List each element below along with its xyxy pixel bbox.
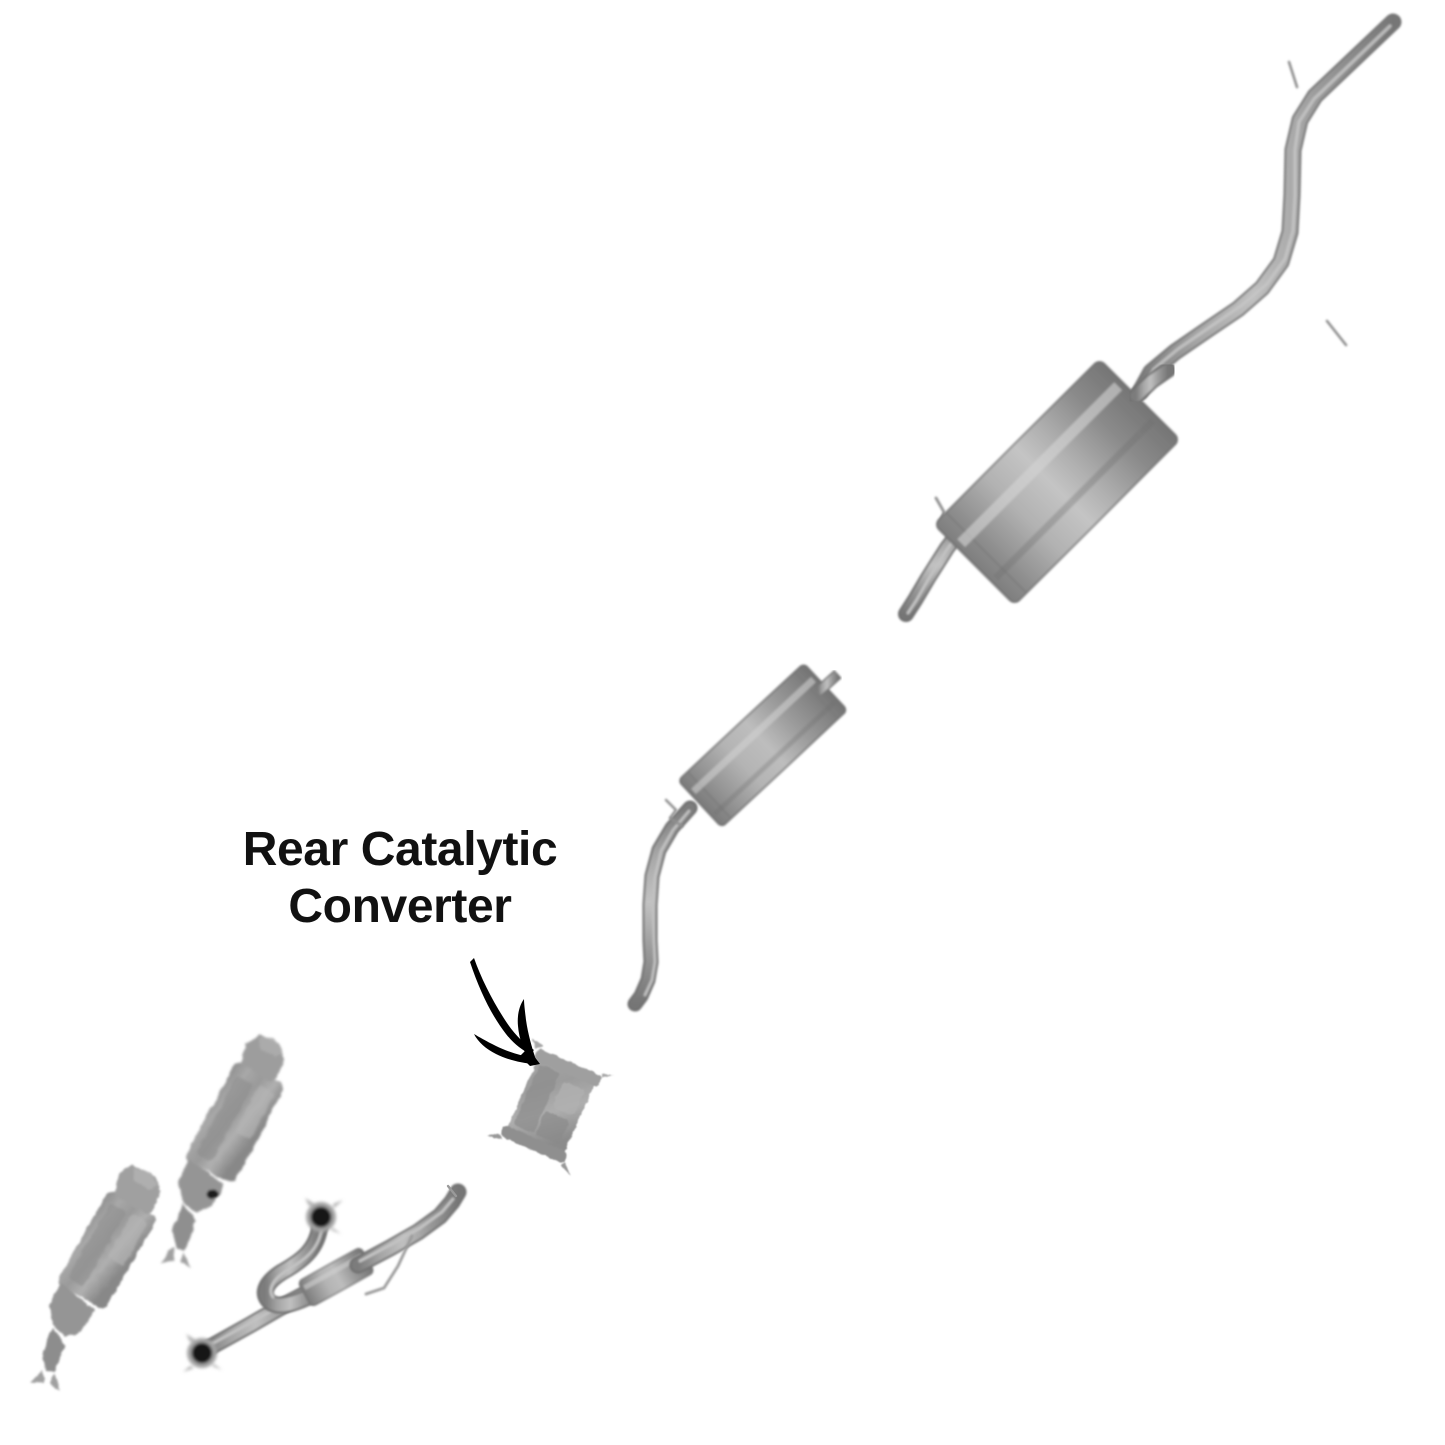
part-center-resonator bbox=[627, 664, 847, 1012]
callout-label-line-2: Converter bbox=[288, 879, 512, 933]
y-pipe-flange-upper bbox=[305, 1198, 343, 1234]
part-rear-catalytic-converter bbox=[486, 1038, 615, 1177]
y-pipe-flange-lower bbox=[183, 1334, 222, 1372]
part-tailpipe bbox=[1131, 13, 1402, 401]
part-y-pipe-assembly bbox=[183, 1183, 467, 1372]
callout-label-line-1: Rear Catalytic bbox=[242, 823, 558, 876]
part-left-catalytic-converter bbox=[30, 1165, 162, 1392]
part-rear-muffler bbox=[898, 361, 1178, 622]
callout-label-rear-catalytic-converter: Rear Catalytic Converter bbox=[205, 822, 595, 935]
callout-arrow-icon bbox=[470, 958, 540, 1066]
part-right-catalytic-converter bbox=[160, 1035, 285, 1269]
